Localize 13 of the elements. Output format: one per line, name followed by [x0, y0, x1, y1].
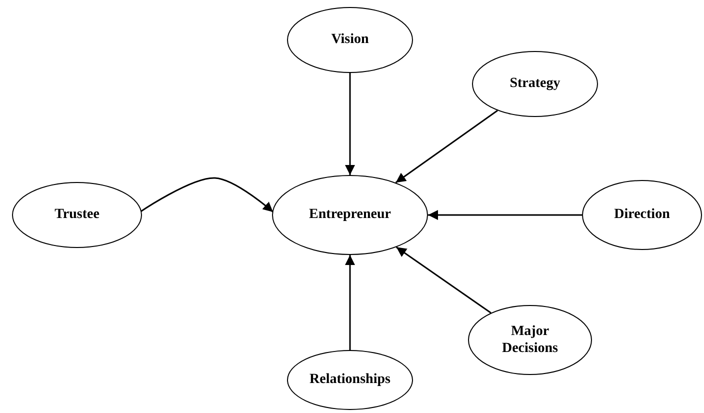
node-label: Trustee	[54, 206, 100, 224]
node-label: Entrepreneur	[309, 206, 391, 224]
node-label: Strategy	[510, 75, 560, 93]
node-label: Major Decisions	[500, 322, 559, 358]
arrow	[345, 255, 355, 350]
node-label: Vision	[331, 31, 369, 49]
arrow	[428, 210, 582, 220]
arrow	[345, 73, 355, 175]
arrow	[140, 177, 274, 213]
node-label: Direction	[614, 206, 670, 224]
arrow	[396, 246, 492, 314]
arrow	[395, 110, 498, 184]
node-label: Relationships	[310, 371, 390, 389]
